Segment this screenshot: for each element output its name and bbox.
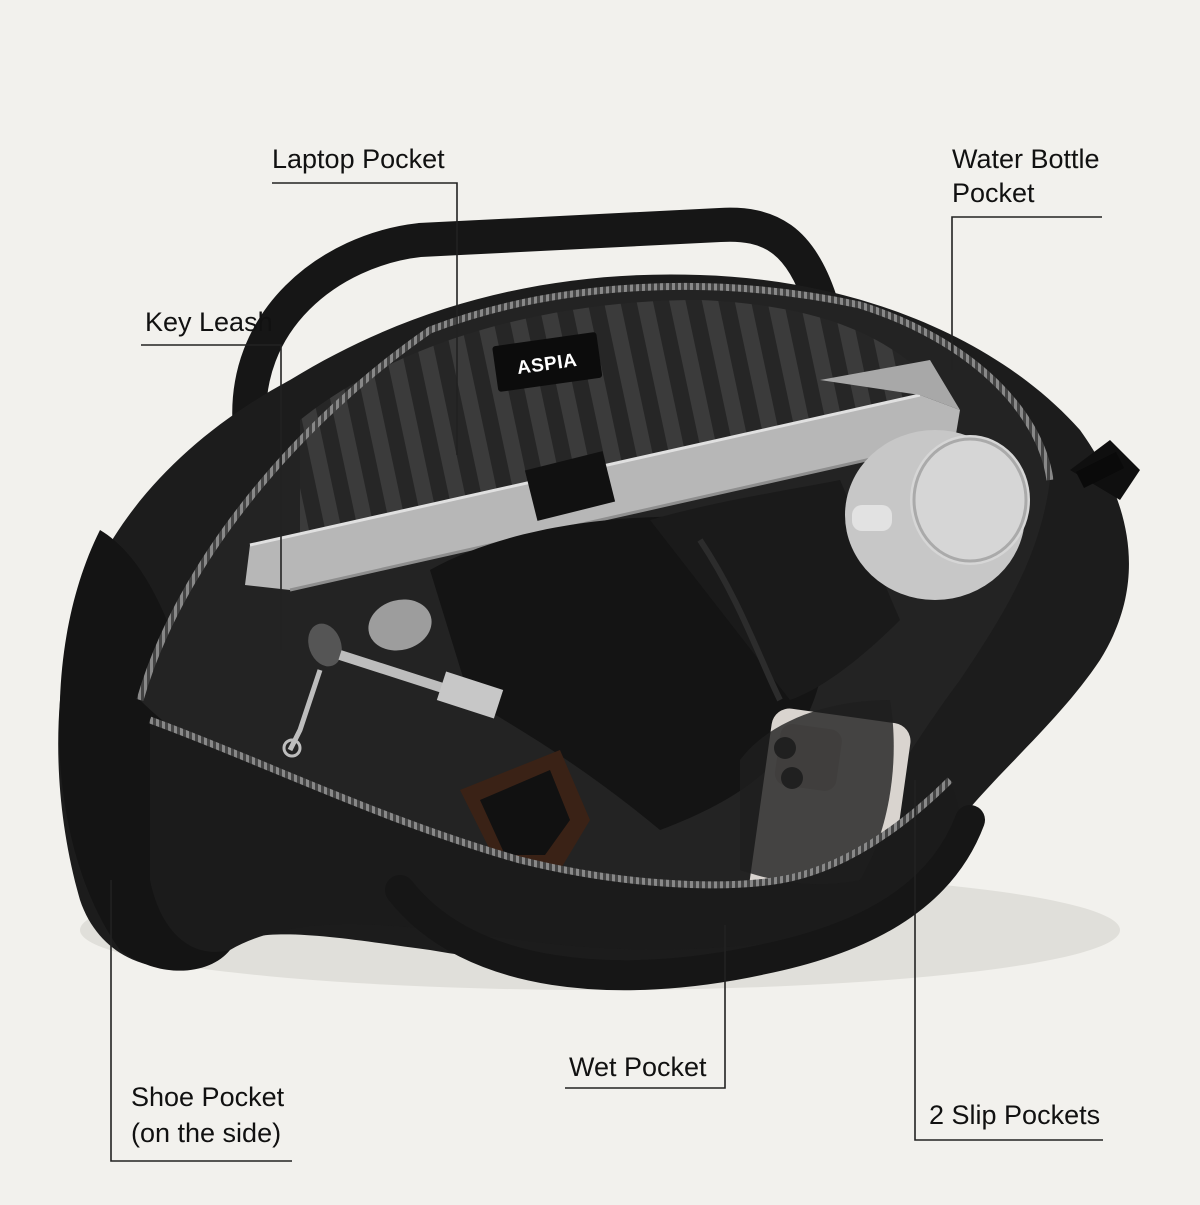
key-ring-shape xyxy=(282,599,504,758)
label-shoe-pocket-line2: (on the side) xyxy=(131,1118,282,1148)
label-key-leash: Key Leash xyxy=(145,307,273,337)
label-water-bottle-line2: Pocket xyxy=(952,178,1035,208)
water-bottle-lid-shape xyxy=(845,430,1030,600)
label-slip-pockets: 2 Slip Pockets xyxy=(929,1100,1101,1130)
callout-leader-lines xyxy=(110,182,1103,1162)
label-shoe-pocket-line1: Shoe Pocket xyxy=(131,1082,285,1112)
label-water-bottle-line1: Water Bottle xyxy=(952,144,1100,174)
label-wet-pocket: Wet Pocket xyxy=(569,1052,707,1082)
sunglasses-shape xyxy=(460,750,590,870)
label-laptop-pocket: Laptop Pocket xyxy=(272,144,445,174)
